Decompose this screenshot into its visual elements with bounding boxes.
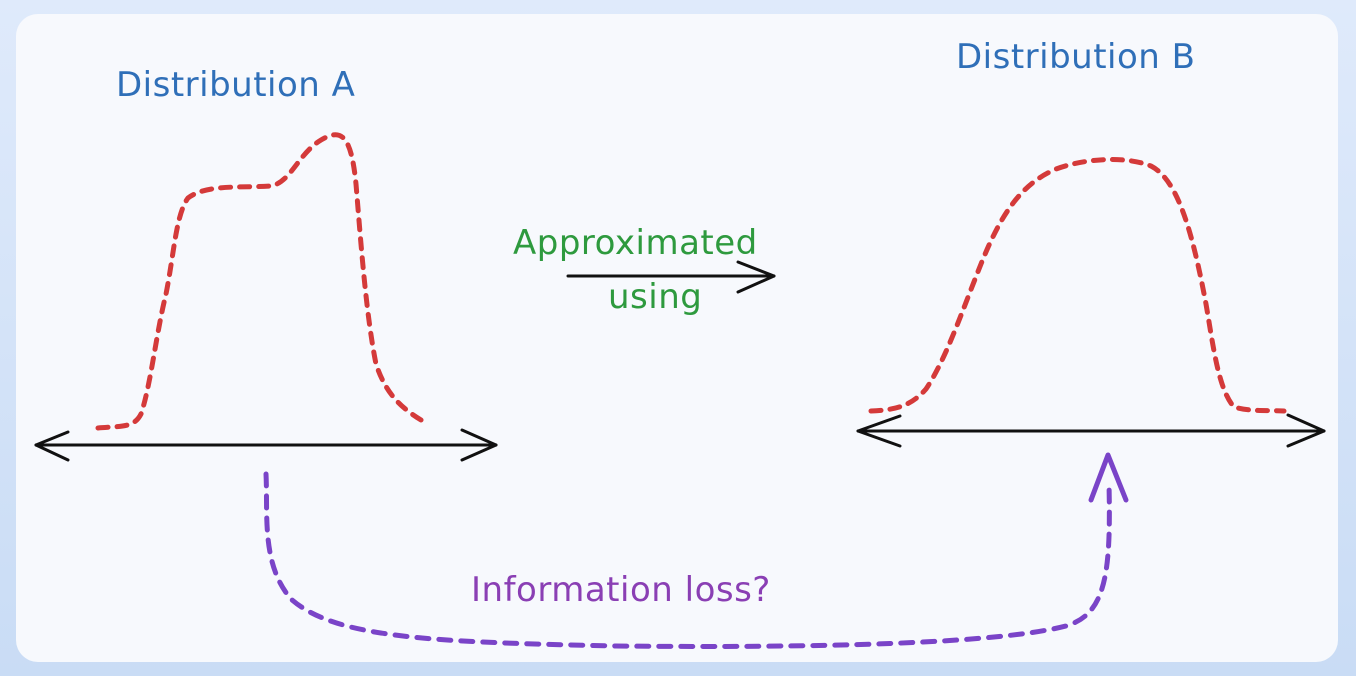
- using-label: using: [608, 277, 702, 317]
- approximation-arrow: [566, 260, 776, 294]
- distribution-b-curve: [868, 157, 1287, 414]
- distribution-b-label: Distribution B: [956, 37, 1196, 77]
- diagram-canvas: Distribution A Distribution B Approximat…: [16, 14, 1338, 662]
- diagram-svg: Distribution A Distribution B Approximat…: [34, 37, 1326, 649]
- information-loss-arrow: [263, 471, 1112, 649]
- approximated-label: Approximated: [513, 223, 758, 263]
- distribution-a-curve: [95, 132, 431, 431]
- distribution-a-axis: [34, 428, 498, 462]
- distribution-b-axis: [856, 413, 1326, 448]
- information-loss-label: Information loss?: [471, 570, 771, 610]
- distribution-a-label: Distribution A: [116, 65, 355, 105]
- information-loss-arrowhead: [1088, 452, 1129, 503]
